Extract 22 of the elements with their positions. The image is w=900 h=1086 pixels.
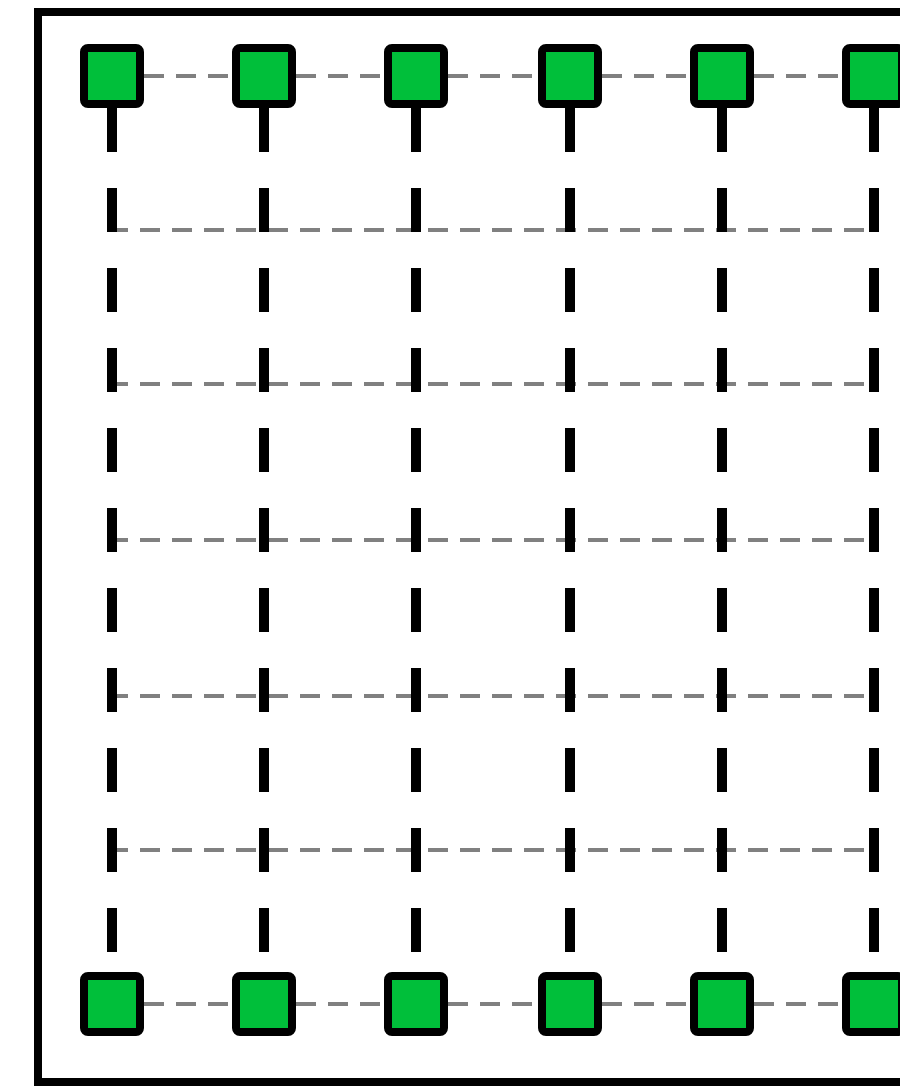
square-node: [538, 972, 602, 1036]
square-node: [80, 44, 144, 108]
square-node: [232, 972, 296, 1036]
square-node: [384, 44, 448, 108]
square-node: [538, 44, 602, 108]
connector-line: [602, 1002, 690, 1006]
square-node: [842, 972, 900, 1036]
square-node: [842, 44, 900, 108]
square-node: [384, 972, 448, 1036]
connector-line: [754, 74, 842, 78]
connector-line: [144, 1002, 232, 1006]
square-node: [80, 972, 144, 1036]
connector-line: [754, 1002, 842, 1006]
connector-line: [448, 74, 538, 78]
connector-line: [296, 74, 384, 78]
connector-line: [144, 74, 232, 78]
square-node: [232, 44, 296, 108]
connector-line: [448, 1002, 538, 1006]
connector-line: [602, 74, 690, 78]
square-node: [690, 44, 754, 108]
connector-line: [296, 1002, 384, 1006]
square-node: [690, 972, 754, 1036]
